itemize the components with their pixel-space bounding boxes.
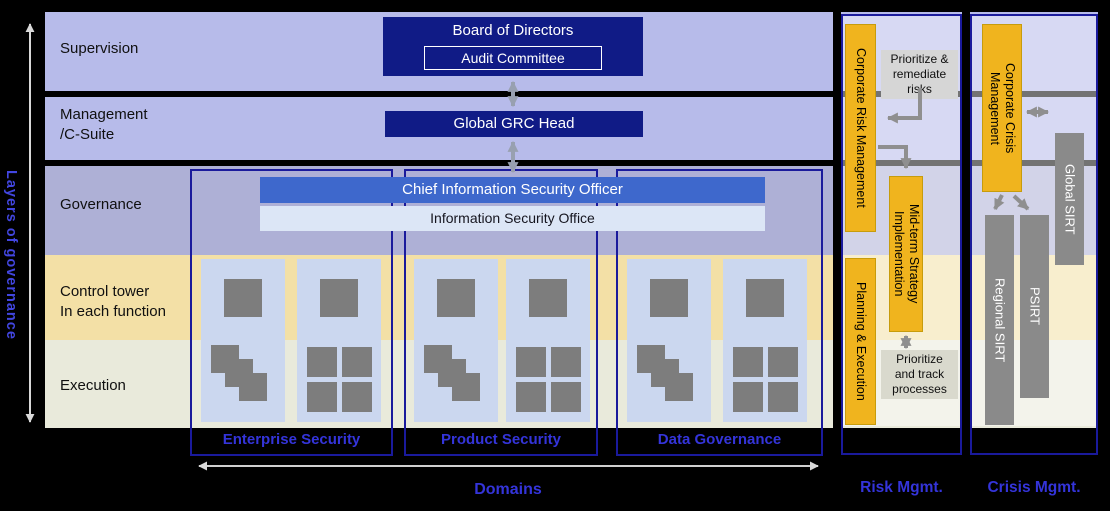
domain-label-enterprise-security: Enterprise Security [222,431,361,448]
unit-box [746,279,784,317]
unit-box [452,373,480,401]
risk-mgmt-title: Risk Mgmt. [860,479,943,496]
unit-box [768,347,798,377]
function-panel [297,259,381,422]
unit-box [320,279,358,317]
corporate-crisis-management-box: Corporate Crisis Management [982,24,1022,192]
unit-box [551,347,581,377]
domain-enterprise-security: Enterprise Security [190,169,393,456]
board-of-directors-box: Board of Directors Audit Committee [383,17,643,76]
corporate-risk-management-box: Corporate Risk Management [845,24,876,232]
layers-axis-label: Layers of governance [3,170,19,340]
unit-box [733,347,763,377]
domain-label-data-governance: Data Governance [657,431,782,448]
unit-box [768,382,798,412]
board-of-directors-label: Board of Directors [452,22,574,39]
crisis-mgmt-title: Crisis Mgmt. [987,479,1081,496]
unit-box [551,382,581,412]
global-grc-head-box: Global GRC Head [385,111,643,137]
unit-box [665,373,693,401]
domain-product-security: Product Security [404,169,598,456]
crisis-mgmt-frame [970,14,1098,455]
separator [1098,12,1106,428]
unit-box [224,279,262,317]
unit-box [733,382,763,412]
ciso-bar: Chief Information Security Officer [260,177,765,203]
unit-box [516,347,546,377]
function-panel [414,259,498,422]
midterm-strategy-box: Mid-term Strategy Implementation [889,176,923,332]
global-sirt-box: Global SIRT [1055,133,1084,265]
psirt-box: PSIRT [1020,215,1049,398]
unit-box [239,373,267,401]
layer-label-execution: Execution [60,377,126,394]
layer-label-control-tower: Control tower In each function [60,283,166,320]
bottom-edge-line [0,511,1110,514]
regional-sirt-box: Regional SIRT [985,215,1014,425]
domains-axis-label: Domains [474,481,542,498]
unit-box [650,279,688,317]
risk-note-top: Prioritize & remediate risks [881,50,958,99]
function-panel [201,259,285,422]
domain-label-product-security: Product Security [440,431,562,448]
domain-data-governance: Data Governance [616,169,823,456]
unit-box [516,382,546,412]
function-panel [506,259,590,422]
risk-mgmt-frame [841,14,962,455]
separator [833,12,841,428]
unit-box [437,279,475,317]
unit-box [307,382,337,412]
separator [962,12,970,428]
planning-execution-box: Planning & Execution [845,258,876,425]
layer-label-supervision: Supervision [60,40,139,57]
unit-box [529,279,567,317]
function-panel [627,259,711,422]
unit-box [342,382,372,412]
unit-box [307,347,337,377]
layer-label-governance: Governance [60,196,142,213]
unit-box [342,347,372,377]
layer-label-management: Management /C-Suite [60,106,148,143]
information-security-office-bar: Information Security Office [260,206,765,231]
risk-note-bottom: Prioritize and track processes [881,350,958,399]
audit-committee-box: Audit Committee [424,46,602,70]
function-panel [723,259,807,422]
